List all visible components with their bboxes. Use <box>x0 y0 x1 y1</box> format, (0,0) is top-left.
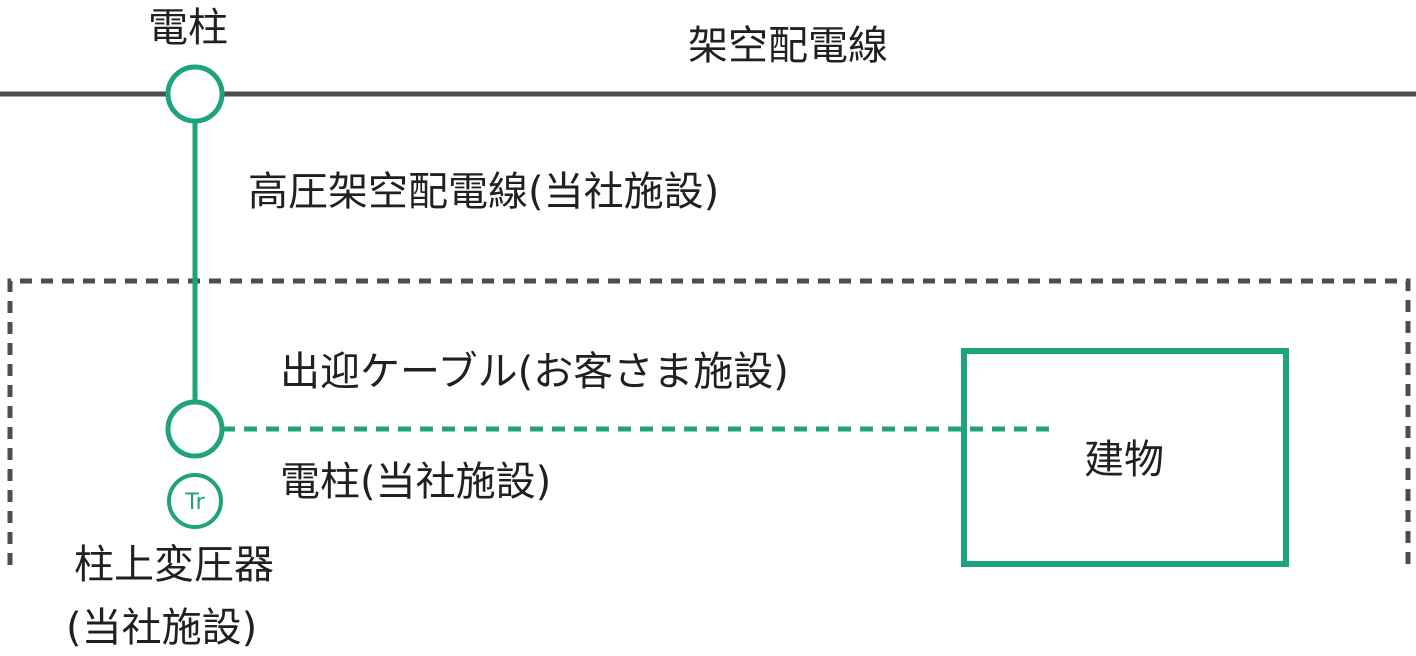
pole-label: 電柱 <box>148 5 228 51</box>
transformer-label: 柱上変圧器 <box>74 542 274 588</box>
transformer-owner-label: (当社施設) <box>66 605 258 651</box>
building-label: 建物 <box>1084 437 1164 483</box>
transformer-symbol-label: Tr <box>184 490 205 515</box>
service-cable-label: 出迎ケーブル(お客さま施設) <box>280 349 789 395</box>
pole-owner-label: 電柱(当社施設) <box>280 459 552 505</box>
pole-bottom-node <box>165 399 225 459</box>
overhead-line-label: 架空配電線 <box>688 23 888 69</box>
pole-top-node <box>165 64 225 124</box>
hv-line-label: 高圧架空配電線(当社施設) <box>248 169 720 215</box>
transformer-icon <box>167 473 223 529</box>
building-box <box>961 348 1289 567</box>
